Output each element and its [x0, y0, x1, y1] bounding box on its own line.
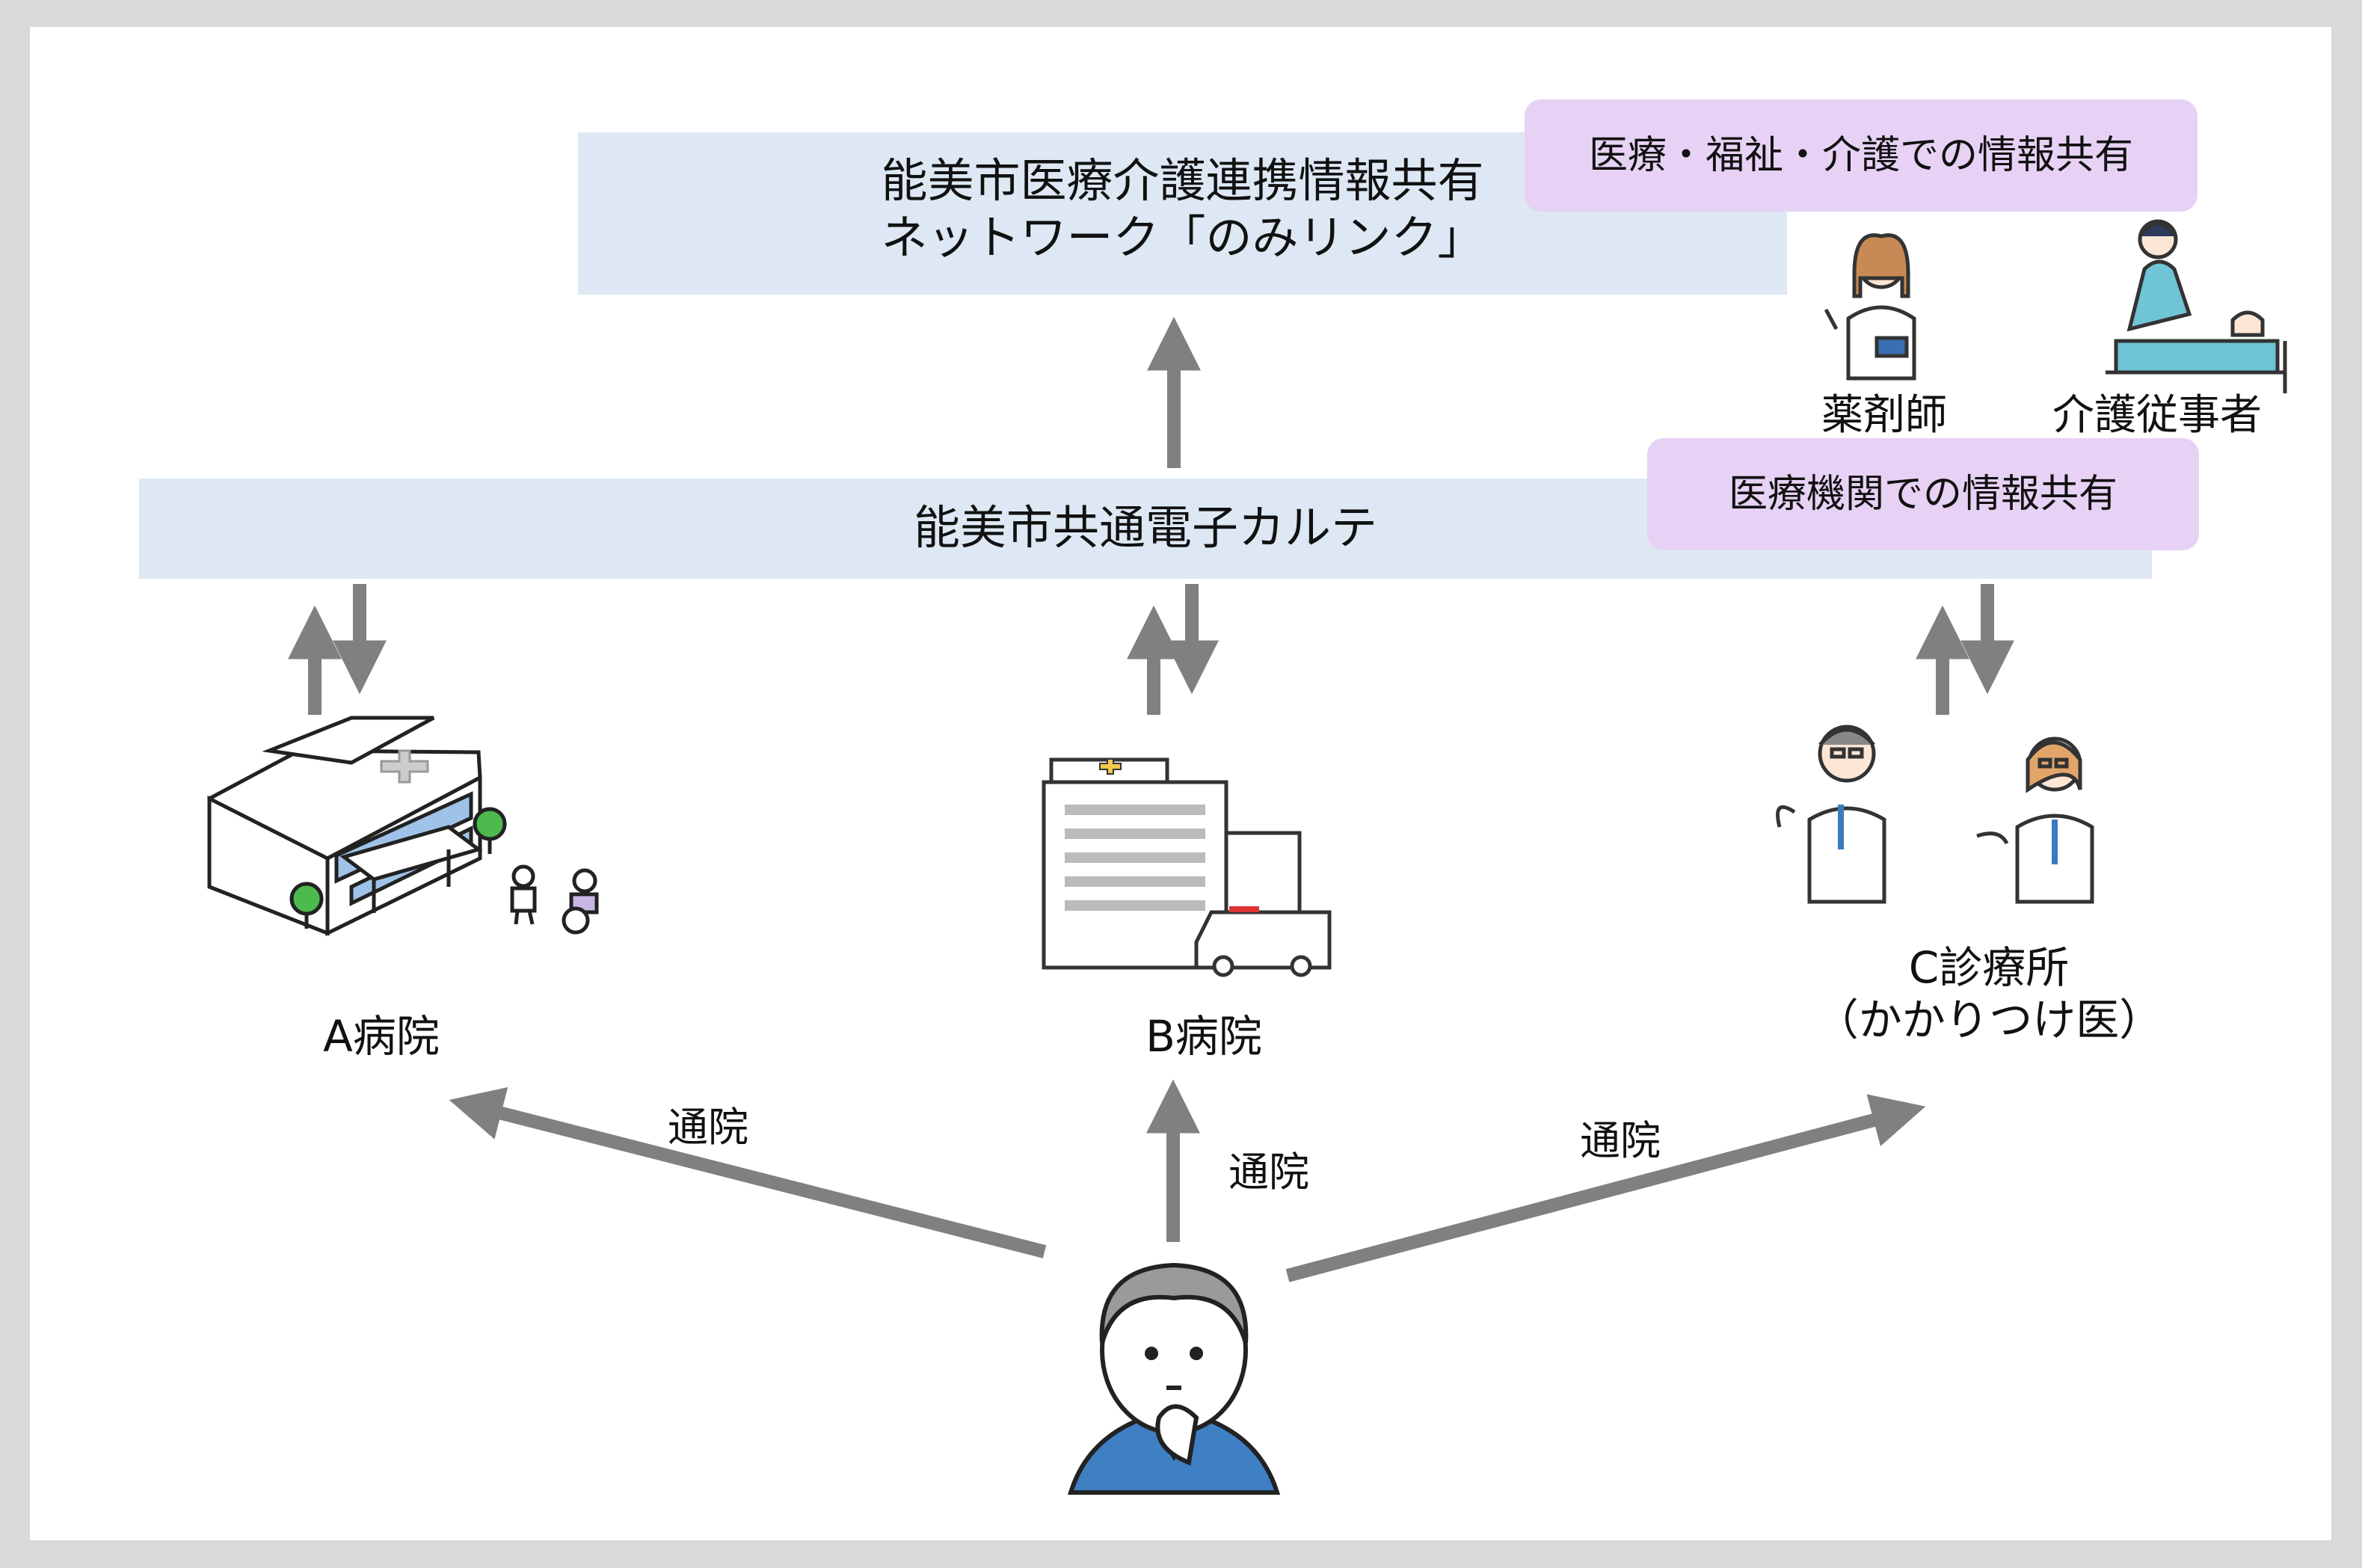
badge-medical-sharing: 医療機関での情報共有 [1647, 438, 2199, 550]
visit-arrow-right [1285, 1094, 1926, 1282]
network-title-line1: 能美市医療介護連携情報共有 [881, 153, 1484, 208]
clinic-c-name: C診療所 [1908, 942, 2070, 993]
network-title: 能美市医療介護連携情報共有 ネットワーク「のみリンク」 [578, 153, 1787, 266]
pharmacist-icon [1824, 233, 1916, 381]
patient-icon [1067, 1262, 1281, 1495]
arrows-clinic-c [1916, 584, 2014, 715]
caregiver-label: 介護従事者 [2052, 391, 2262, 440]
visit-label-center: 通院 [1228, 1149, 1309, 1196]
arrows-hospital-a [288, 584, 387, 715]
hospital-building-icon [207, 716, 599, 937]
shared-karte-label: 能美市共通電子カルテ [913, 500, 1377, 555]
visit-label-left: 通院 [668, 1104, 748, 1151]
pharmacist-label: 薬剤師 [1821, 391, 1947, 440]
network-title-line2: ネットワーク「のみリンク」 [881, 210, 1484, 265]
diagram-canvas: 能美市医療介護連携情報共有 ネットワーク「のみリンク」 能美市共通電子カルテ 医… [30, 27, 2331, 1540]
diagram-graphics [207, 219, 2287, 1495]
hospital-b-label: B病院 [1145, 1011, 1262, 1062]
hospital-a-label: A病院 [323, 1011, 440, 1062]
doctors-icon [1776, 725, 2094, 904]
visit-arrow-left [449, 1086, 1047, 1258]
badge-welfare-sharing: 医療・福祉・介護での情報共有 [1525, 99, 2198, 212]
arrows-hospital-b [1127, 584, 1219, 715]
clinic-c-subtitle: （かかりつけ医） [1815, 994, 2163, 1045]
caregiver-icon [2106, 219, 2287, 393]
clinic-c-label: C診療所 （かかりつけ医） [1765, 941, 2213, 1046]
hospital-ambulance-icon [1042, 757, 1332, 977]
visit-label-right: 通院 [1580, 1117, 1661, 1164]
